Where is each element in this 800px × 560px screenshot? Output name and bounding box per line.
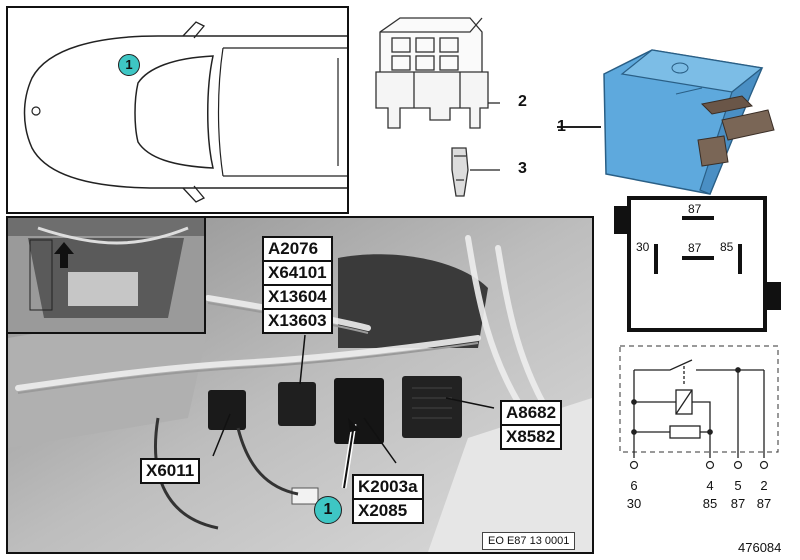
pin-label-85: 85: [720, 240, 734, 254]
label-a2076: A2076: [262, 236, 333, 262]
vehicle-location-panel: 1: [6, 6, 349, 214]
terminal-30: [654, 244, 658, 274]
relay-drawing: [603, 49, 775, 195]
inset-photo: [8, 218, 206, 334]
pin-label-30: 30: [636, 240, 650, 254]
schematic-pin-num: 2: [760, 478, 768, 493]
relay-face-tab-right: [767, 282, 781, 310]
schematic-pin-term: 87: [730, 496, 746, 511]
label-x13604: X13604: [262, 284, 333, 310]
schematic-pin-num: 6: [630, 478, 638, 493]
label-k2003a: K2003a: [352, 474, 424, 500]
callout-bracket: 2: [518, 93, 527, 110]
relay-schematic: [619, 345, 779, 460]
schematic-pin-term: 30: [626, 496, 642, 511]
label-x2085: X2085: [352, 498, 424, 524]
connector-drawing: [375, 17, 500, 197]
label-group-bottom: K2003a X2085: [352, 474, 424, 524]
reference-number: 476084: [738, 540, 782, 555]
callout-relay: 1: [557, 118, 566, 135]
schematic-pin-term: 87: [756, 496, 772, 511]
location-badge: 1: [118, 54, 140, 76]
schematic-pin-num: 5: [734, 478, 742, 493]
up-arrow-icon: [54, 242, 74, 268]
inset-illustration: [8, 218, 204, 332]
label-group-right: A8682 X8582: [500, 400, 563, 450]
relay-face-tab-left: [614, 206, 628, 234]
photo-badge: 1: [314, 496, 342, 524]
label-a8682: A8682: [500, 400, 563, 426]
pin-label-87-top: 87: [688, 202, 702, 216]
label-group-top: A2076 X64101 X13604 X13603: [262, 236, 333, 334]
terminal-85: [738, 244, 742, 274]
callout-relay-leader: [557, 126, 601, 128]
callout-pin: 3: [518, 160, 527, 177]
label-x64101: X64101: [262, 260, 333, 286]
label-x13603: X13603: [262, 308, 333, 334]
schematic-pin-term: 85: [702, 496, 718, 511]
photo-caption: EO E87 13 0001: [482, 532, 576, 550]
terminal-87-top: [682, 216, 714, 220]
installation-photo: A2076 X64101 X13604 X13603 X6011 A8682 X…: [6, 216, 594, 554]
label-x6011: X6011: [140, 458, 201, 484]
pin-label-87-middle: 87: [688, 241, 702, 255]
terminal-87-middle: [682, 256, 714, 260]
car-outline: [23, 21, 347, 203]
schematic-pin-num: 4: [706, 478, 714, 493]
label-x8582: X8582: [500, 424, 563, 450]
schematic-terminals: [629, 460, 769, 470]
